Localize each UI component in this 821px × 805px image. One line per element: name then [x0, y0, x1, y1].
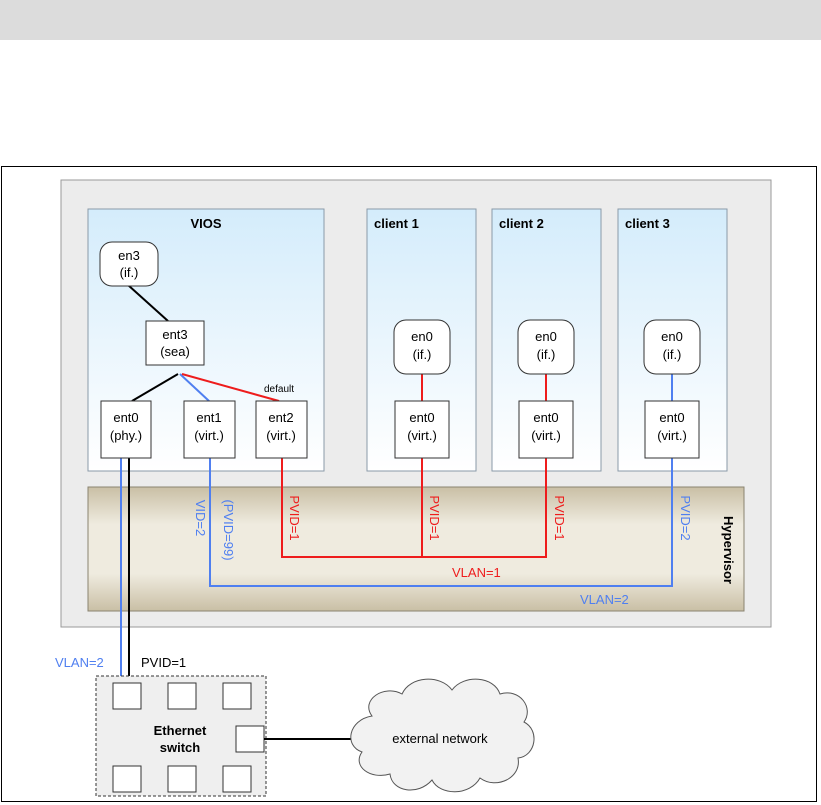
vlan2-label: VLAN=2 [580, 592, 629, 607]
client-1-en0-node [393, 319, 451, 375]
vlan2-line [209, 458, 673, 587]
client-1-pvid-label: PVID=1 [427, 495, 442, 540]
switch-port-uplink [112, 682, 142, 710]
external-network-cloud [350, 678, 535, 793]
switch-port [167, 765, 197, 793]
switch-port [222, 682, 252, 710]
client-2-pvid-label: PVID=1 [552, 495, 567, 540]
hypervisor-label: Hypervisor [721, 516, 736, 584]
ent1-name: ent1 [196, 410, 221, 425]
ent3-node [145, 320, 205, 366]
ent2-node [255, 400, 308, 459]
switch-port-external [235, 725, 265, 753]
switch-port [167, 682, 197, 710]
en3-name: en3 [118, 248, 140, 263]
switch-pvid-label: PVID=1 [141, 655, 186, 670]
vlan1-label: VLAN=1 [452, 565, 501, 580]
client-3-title: client 3 [625, 216, 670, 231]
ent1-node [183, 400, 236, 459]
ent1-type: (virt.) [194, 428, 224, 443]
client-1-title: client 1 [374, 216, 419, 231]
vios-title: VIOS [190, 216, 221, 231]
client-1-ent0-type: (virt.) [407, 428, 437, 443]
client-3-en0-name: en0 [661, 329, 683, 344]
client-3-en0-node [643, 319, 701, 375]
ent2-name: ent2 [268, 410, 293, 425]
ent3-ent0-link [131, 373, 179, 402]
client-2-en0-node [517, 319, 575, 375]
ent1-pvid-label: (PVID=99) [221, 499, 236, 560]
switch-label-line1: Ethernet [154, 723, 207, 738]
client-3-ent0-type: (virt.) [657, 428, 687, 443]
client-1-ent0-node [394, 400, 450, 459]
ent3-ent2-link [181, 373, 280, 402]
ent2-type: (virt.) [266, 428, 296, 443]
client-3-en0-type: (if.) [663, 347, 682, 362]
switch-port [112, 765, 142, 793]
top-bar [0, 0, 821, 40]
ent0-phy-type: (phy.) [110, 428, 142, 443]
switch-label-line2: switch [160, 740, 201, 755]
client-2-title: client 2 [499, 216, 544, 231]
client-2-en0-name: en0 [535, 329, 557, 344]
ent1-vid-label: VID=2 [193, 500, 208, 537]
ent0-phy-name: ent0 [113, 410, 138, 425]
ent3-type: (sea) [160, 344, 190, 359]
client-2-ent0-name: ent0 [533, 410, 558, 425]
client-1-en0-name: en0 [411, 329, 433, 344]
client-3-ent0-name: ent0 [659, 410, 684, 425]
en3-node [99, 241, 159, 287]
default-label: default [264, 384, 294, 395]
client-2-en0-type: (if.) [537, 347, 556, 362]
client-1-ent0-name: ent0 [409, 410, 434, 425]
switch-port [222, 765, 252, 793]
vlan1-line [281, 458, 547, 558]
ent2-pvid-label: PVID=1 [287, 495, 302, 540]
hypervisor-band [87, 486, 745, 612]
client-2-ent0-type: (virt.) [531, 428, 561, 443]
switch-vlan-label: VLAN=2 [55, 655, 104, 670]
client-1-en0-type: (if.) [413, 347, 432, 362]
client-3-pvid-label: PVID=2 [678, 495, 693, 540]
ent3-name: ent3 [162, 327, 187, 342]
client-3-ent0-node [644, 400, 700, 459]
external-network-label: external network [392, 731, 488, 746]
client-2-ent0-node [518, 400, 574, 459]
en3-ent3-link [127, 284, 169, 322]
ent0-phy-node [100, 400, 152, 459]
en3-type: (if.) [120, 265, 139, 280]
ent3-ent1-link [179, 373, 210, 402]
